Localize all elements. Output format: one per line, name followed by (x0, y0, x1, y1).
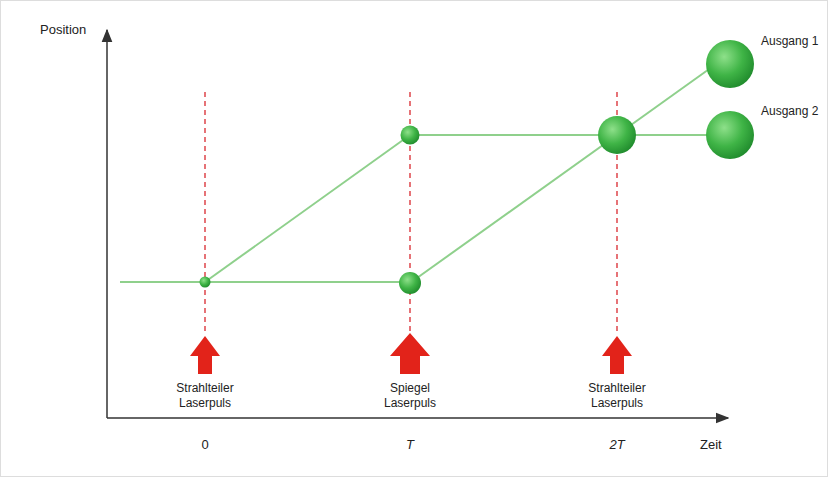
pulse-label: Spiegel Laserpuls (384, 381, 436, 411)
path-line (410, 134, 715, 136)
output-cloud (706, 111, 754, 159)
atom-cloud (598, 116, 636, 154)
output-label: Ausgang 2 (761, 104, 818, 119)
pulse-line (204, 92, 205, 334)
laser-arrow (602, 336, 632, 374)
atom-clouds (200, 40, 755, 294)
y-axis (106, 30, 108, 418)
pulse-label: Strahlteiler Laserpuls (176, 381, 233, 411)
output-cloud (706, 40, 754, 88)
x-axis (107, 417, 728, 419)
axis-label: Position (40, 22, 86, 38)
axis-label: Zeit (700, 437, 722, 453)
laser-arrow (390, 333, 430, 374)
output-label: Ausgang 1 (761, 34, 818, 49)
atom-paths (120, 67, 715, 283)
pulse-label: Strahlteiler Laserpuls (588, 381, 645, 411)
path-line (410, 67, 712, 283)
atom-cloud (200, 277, 211, 288)
path-line (120, 281, 410, 283)
tick-label: T (406, 437, 414, 453)
atom-cloud (401, 126, 420, 145)
laser-arrow (190, 336, 220, 374)
tick-label: 2T (609, 437, 624, 453)
atom-cloud (399, 272, 421, 294)
path-line (205, 135, 410, 282)
pulse-lines (205, 92, 617, 334)
tick-label: 0 (201, 437, 208, 453)
laser-arrows (190, 333, 632, 374)
